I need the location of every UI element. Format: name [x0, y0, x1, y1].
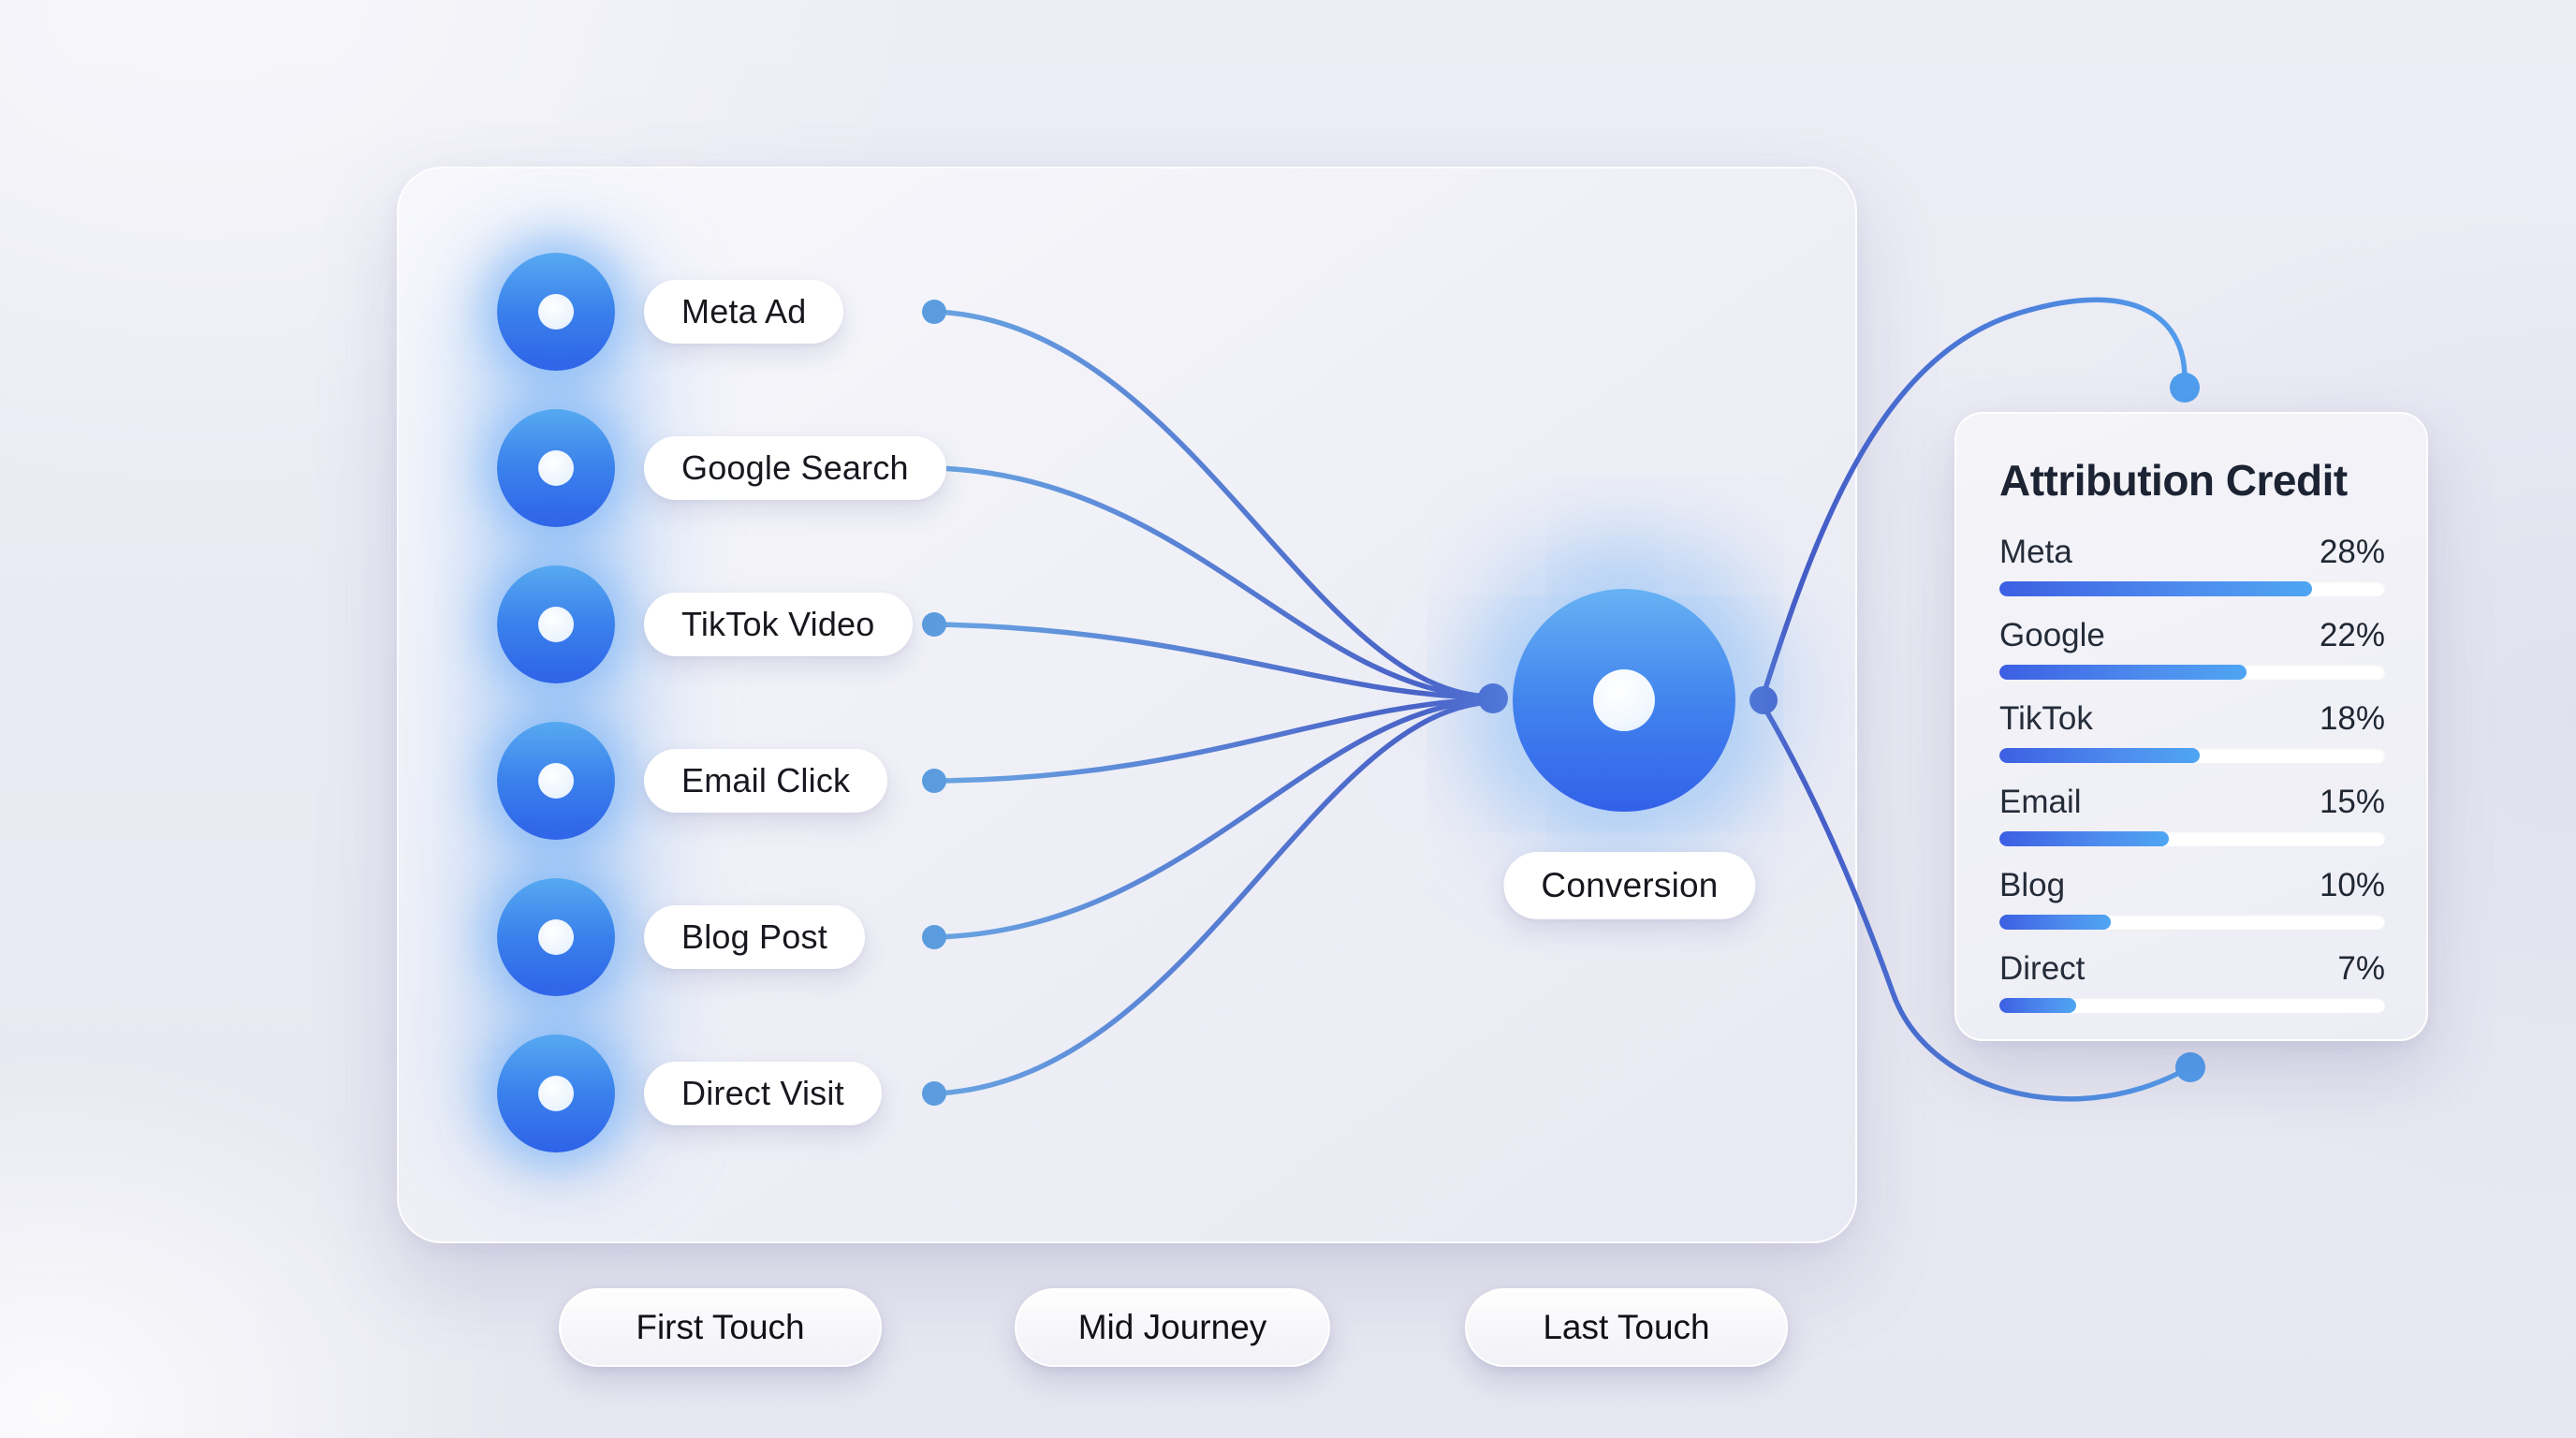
credit-label: Google — [1999, 617, 2105, 653]
credit-label: Email — [1999, 784, 2082, 820]
button-first-touch[interactable]: First Touch — [559, 1288, 882, 1367]
label-tiktok-video: TikTok Video — [644, 593, 913, 656]
node-tiktok-video — [497, 565, 615, 683]
node-core-icon — [538, 294, 574, 330]
label-direct-visit: Direct Visit — [644, 1062, 882, 1125]
panel-title: Attribution Credit — [1999, 456, 2348, 505]
credit-row-blog: Blog 10% — [1999, 867, 2385, 930]
credit-label: Direct — [1999, 950, 2086, 987]
node-core-icon — [538, 450, 574, 486]
node-core-icon — [538, 607, 574, 642]
conversion-label: Conversion — [1503, 852, 1756, 919]
label-meta-ad: Meta Ad — [644, 280, 844, 344]
credit-row-meta: Meta 28% — [1999, 534, 2385, 596]
credit-bar-fill — [1999, 831, 2170, 846]
credit-bar-fill — [1999, 998, 2077, 1013]
credit-value: 15% — [2319, 784, 2385, 820]
credit-bar-track — [1999, 665, 2385, 680]
credit-bar-fill — [1999, 665, 2247, 680]
node-core-icon — [538, 1076, 574, 1111]
channel-glow-backdrop — [468, 243, 646, 1170]
credit-bar-fill — [1999, 748, 2201, 763]
credit-row-tiktok: TikTok 18% — [1999, 700, 2385, 763]
attribution-credit-panel: Attribution Credit Meta 28% Google 22% T… — [1954, 412, 2428, 1041]
label-email-click: Email Click — [644, 749, 888, 813]
node-core-icon — [538, 763, 574, 799]
node-blog-post — [497, 878, 615, 996]
node-direct-visit — [497, 1034, 615, 1152]
panel-top-arc-dot — [2170, 373, 2200, 403]
credit-bar-track — [1999, 748, 2385, 763]
credit-label: Blog — [1999, 867, 2066, 903]
node-meta-ad — [497, 253, 615, 371]
credit-label: TikTok — [1999, 700, 2093, 737]
credit-bar-track — [1999, 831, 2385, 846]
credit-bar-fill — [1999, 581, 2312, 596]
credit-value: 18% — [2319, 700, 2385, 737]
node-email-click — [497, 722, 615, 840]
conversion-node — [1513, 589, 1735, 812]
credit-bar-fill — [1999, 915, 2112, 930]
conversion-core-icon — [1593, 669, 1655, 731]
credit-bar-track — [1999, 998, 2385, 1013]
credit-value: 7% — [2337, 950, 2385, 987]
label-blog-post: Blog Post — [644, 905, 865, 969]
label-google-search: Google Search — [644, 436, 946, 500]
button-last-touch[interactable]: Last Touch — [1465, 1288, 1788, 1367]
credit-bar-track — [1999, 581, 2385, 596]
node-google-search — [497, 409, 615, 527]
credit-bar-track — [1999, 915, 2385, 930]
node-core-icon — [538, 919, 574, 955]
panel-bottom-arc-dot — [2175, 1052, 2205, 1082]
credit-value: 28% — [2319, 534, 2385, 570]
credit-value: 22% — [2319, 617, 2385, 653]
credit-row-google: Google 22% — [1999, 617, 2385, 680]
button-mid-journey[interactable]: Mid Journey — [1015, 1288, 1330, 1367]
credit-label: Meta — [1999, 534, 2072, 570]
credit-value: 10% — [2319, 867, 2385, 903]
credit-row-email: Email 15% — [1999, 784, 2385, 846]
credit-row-direct: Direct 7% — [1999, 950, 2385, 1013]
